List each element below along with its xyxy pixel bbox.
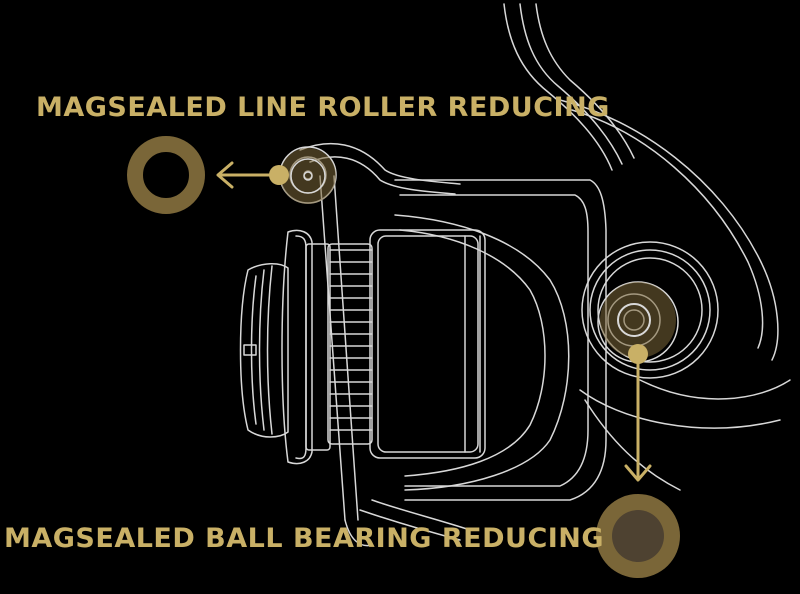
arrow-down-icon [626, 354, 650, 480]
ring-icon [135, 144, 197, 206]
reel-line-art [241, 4, 791, 546]
disc-icon-center [612, 510, 664, 562]
line-roller-label: MAGSEALED LINE ROLLER REDUCING [36, 94, 610, 121]
arrow-left-icon [218, 163, 279, 187]
ball-bearing-label: MAGSEALED BALL BEARING REDUCING [4, 525, 604, 552]
